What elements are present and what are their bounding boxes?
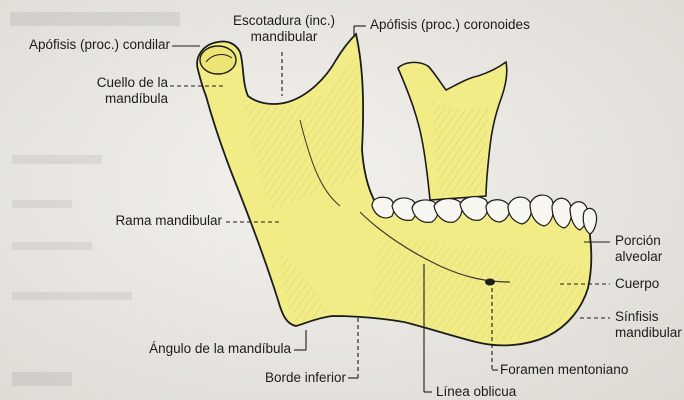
- label-mandibular-ramus: Rama mandibular: [115, 213, 222, 229]
- label-symphysis-line2: mandibular: [615, 325, 682, 341]
- label-oblique-line: Línea oblicua: [436, 384, 516, 400]
- label-angle-of-mandible: Ángulo de la mandíbula: [149, 341, 291, 357]
- condyle-head: [200, 46, 236, 74]
- label-alveolar-line1: Porción: [615, 233, 662, 249]
- label-neck-of-mandible: Cuello de la mandíbula: [97, 75, 168, 107]
- label-mental-foramen: Foramen mentoniano: [500, 362, 628, 378]
- label-inferior-border: Borde inferior: [265, 370, 346, 386]
- label-neck-line2: mandíbula: [97, 91, 168, 107]
- label-mandibular-notch-line2: mandibular: [224, 29, 344, 45]
- label-alveolar-line2: alveolar: [615, 249, 662, 265]
- coronoid-shading: [432, 100, 490, 196]
- label-coronoid-process: Apófisis (proc.) coronoides: [370, 17, 530, 33]
- label-mandibular-notch: Escotadura (inc.) mandibular: [224, 13, 344, 45]
- label-alveolar-part: Porción alveolar: [615, 233, 662, 265]
- label-body: Cuerpo: [615, 276, 659, 292]
- label-mandibular-symphysis: Sínfisis mandibular: [615, 309, 682, 341]
- label-neck-line1: Cuello de la: [97, 75, 168, 91]
- label-symphysis-line1: Sínfisis: [615, 309, 682, 325]
- label-mandibular-notch-line1: Escotadura (inc.): [224, 13, 344, 29]
- mental-foramen: [485, 279, 495, 286]
- label-condylar-process: Apófisis (proc.) condilar: [29, 37, 170, 53]
